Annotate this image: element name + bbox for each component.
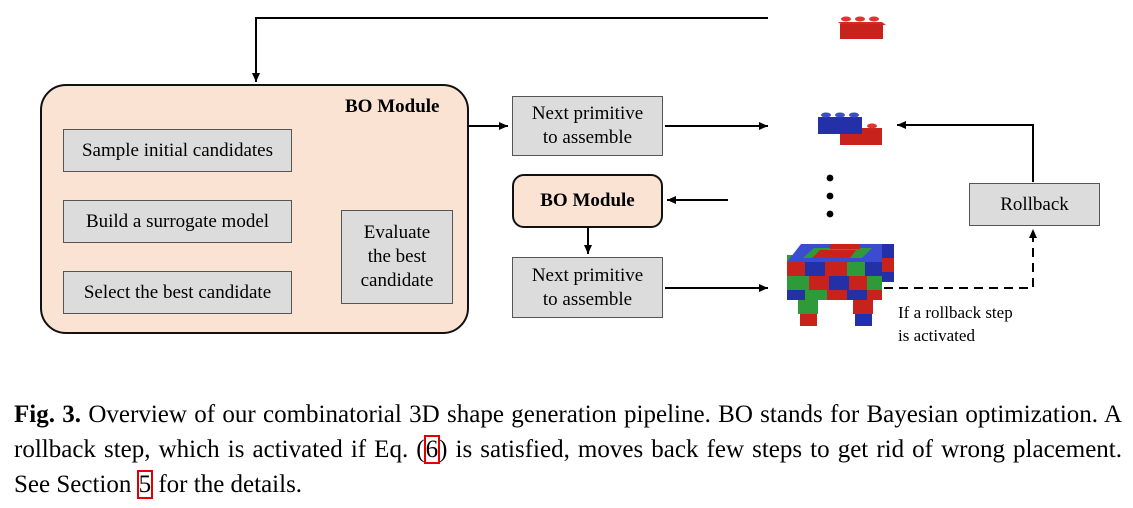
rollback-note: If a rollback step is activated	[898, 303, 1013, 345]
section-reference-link[interactable]: 5	[136, 470, 154, 499]
feedback-arrow	[252, 17, 768, 82]
caption-text-2: ) is satisfied, moves back few steps to …	[14, 436, 1123, 498]
figure-label: Fig. 3.	[14, 401, 82, 428]
assembled-shape-icon	[787, 244, 894, 326]
two-bricks-icon	[818, 112, 882, 145]
rollback-box: Rollback	[969, 183, 1100, 226]
more-steps-dots	[826, 174, 834, 218]
bo-module-large-title: BO Module	[345, 96, 440, 117]
equation-reference-link[interactable]: 6	[423, 435, 441, 464]
sample-candidates-box: Sample initial candidates	[63, 129, 292, 172]
caption-text-1: Overview of our combinatorial 3D shape g…	[14, 401, 1122, 463]
pipeline-diagram	[173, 16, 1037, 326]
bo-module-small: BO Module	[512, 174, 663, 228]
rollback-dashed-arrow	[884, 229, 1037, 289]
figure-caption: Fig. 3. Overview of our combinatorial 3D…	[14, 397, 1122, 502]
surrogate-model-box: Build a surrogate model	[63, 200, 292, 243]
single-brick-icon	[838, 16, 886, 39]
caption-text-3: for the details.	[152, 471, 303, 498]
next-primitive-bottom-box: Next primitive to assemble	[512, 257, 663, 318]
select-best-candidate-box: Select the best candidate	[63, 271, 292, 314]
rollback-up-arrow	[897, 121, 1034, 182]
next-primitive-top-box: Next primitive to assemble	[512, 96, 663, 156]
evaluate-candidate-box: Evaluate the best candidate	[341, 210, 453, 304]
